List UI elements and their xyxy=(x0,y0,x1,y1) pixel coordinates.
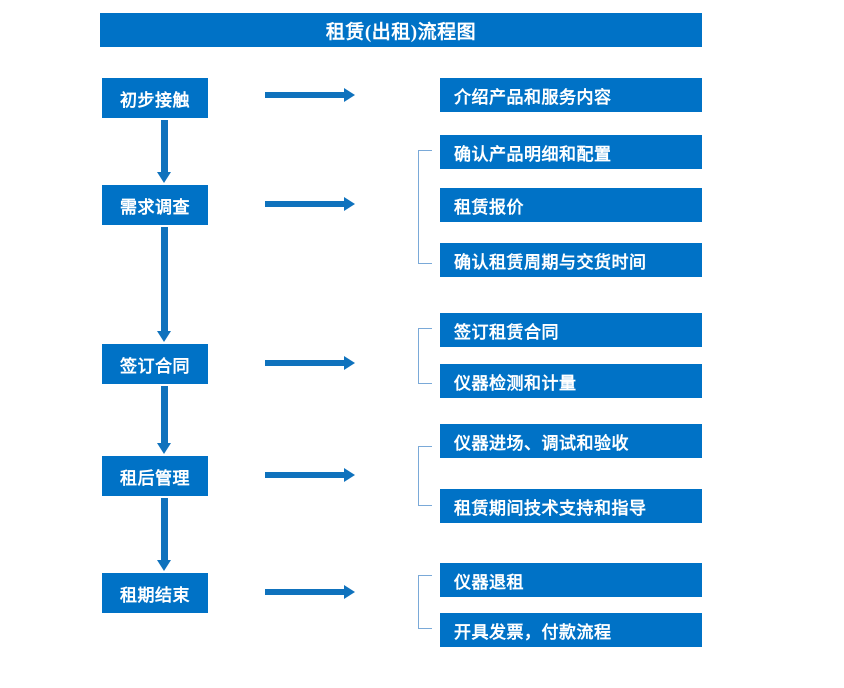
group-bracket-icon-5 xyxy=(418,575,432,629)
arrow-right-icon-3 xyxy=(265,356,355,370)
stage-box-sign-contract[interactable]: 签订合同 xyxy=(102,344,208,384)
detail-box-rental-quotation[interactable]: 租赁报价 xyxy=(440,188,702,222)
stage-box-needs-survey[interactable]: 需求调查 xyxy=(102,185,208,225)
group-bracket-icon-3 xyxy=(418,328,432,384)
arrow-right-icon-4 xyxy=(265,468,355,482)
detail-box-instrument-onsite-commission[interactable]: 仪器进场、调试和验收 xyxy=(440,424,702,458)
detail-box-technical-support[interactable]: 租赁期间技术支持和指导 xyxy=(440,489,702,523)
detail-box-instrument-return[interactable]: 仪器退租 xyxy=(440,563,702,597)
stage-box-post-rent-manage[interactable]: 租后管理 xyxy=(102,456,208,496)
detail-box-confirm-product-details[interactable]: 确认产品明细和配置 xyxy=(440,135,702,169)
detail-box-invoice-payment[interactable]: 开具发票，付款流程 xyxy=(440,613,702,647)
detail-box-confirm-period-delivery[interactable]: 确认租赁周期与交货时间 xyxy=(440,243,702,277)
stage-box-initial-contact[interactable]: 初步接触 xyxy=(102,78,208,118)
stage-box-lease-end[interactable]: 租期结束 xyxy=(102,573,208,613)
arrow-right-icon-1 xyxy=(265,88,355,102)
detail-box-intro-products-services[interactable]: 介绍产品和服务内容 xyxy=(440,78,702,112)
chart-title-bar: 租赁(出租)流程图 xyxy=(100,13,702,47)
arrow-right-icon-2 xyxy=(265,197,355,211)
arrow-down-icon-1 xyxy=(157,120,171,183)
arrow-down-icon-4 xyxy=(157,498,171,571)
detail-box-sign-rental-contract[interactable]: 签订租赁合同 xyxy=(440,313,702,347)
arrow-right-icon-5 xyxy=(265,585,355,599)
arrow-down-icon-3 xyxy=(157,386,171,454)
group-bracket-icon-2 xyxy=(418,150,432,264)
group-bracket-icon-4 xyxy=(418,446,432,506)
arrow-down-icon-2 xyxy=(157,227,171,342)
detail-box-instrument-inspection[interactable]: 仪器检测和计量 xyxy=(440,364,702,398)
